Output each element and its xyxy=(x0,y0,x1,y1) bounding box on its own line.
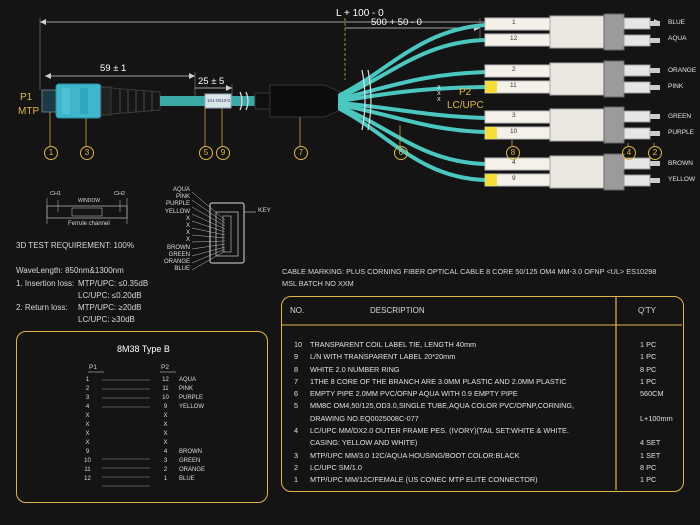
fiber-color-label: ORANGE xyxy=(668,67,697,74)
callout-3: 3 xyxy=(80,146,94,160)
callout-8: 8 xyxy=(506,146,520,160)
pinout-title: 8M38 Type B xyxy=(117,344,170,354)
key-color: X xyxy=(185,237,190,244)
key-color-list: AQUA PINK PURPLE YELLOW X X X X BROWN GR… xyxy=(160,187,190,273)
bom-header-no: NO. xyxy=(290,306,305,315)
ferrule-ch2: CH2 xyxy=(114,191,126,197)
p2-type-label: LC/UPC xyxy=(447,100,484,111)
fiber-color-label: BROWN xyxy=(668,160,693,167)
fiber-color-label: PINK xyxy=(668,83,684,90)
p1-type-label: MTP xyxy=(18,106,40,117)
return-loss-lc: LC/UPC: ≥30dB xyxy=(78,315,135,324)
cable-label-tag: 101-0013-0 xyxy=(207,98,231,103)
ferrule-ch1: CH1 xyxy=(50,191,62,197)
callout-7: 7 xyxy=(294,146,308,160)
ferrule-window: WINDOW xyxy=(78,198,100,204)
fiber-color-label: BLUE xyxy=(668,19,685,26)
fiber-num: 1 xyxy=(512,19,516,26)
p1-label: P1 xyxy=(20,92,33,103)
fiber-num: 9 xyxy=(512,175,516,182)
cable-marking-line1: CABLE MARKING: PLUS CORNING FIBER OPTICA… xyxy=(282,267,657,276)
fiber-num: 4 xyxy=(512,159,516,166)
key-color: YELLOW xyxy=(164,208,190,215)
callout-1: 1 xyxy=(44,146,58,160)
fiber-color-label: AQUA xyxy=(668,35,687,42)
pinout-box xyxy=(16,331,268,503)
key-color: ORANGE xyxy=(163,259,190,266)
wavelength: WaveLength: 850nm&1300nm xyxy=(16,266,124,275)
key-color: BLUE xyxy=(174,266,190,273)
key-color: AQUA xyxy=(172,187,190,193)
total-length-dim: L + 100 - 0 xyxy=(336,8,384,19)
test-requirement: 3D TEST REQUIREMENT: 100% xyxy=(16,241,134,250)
key-color: X xyxy=(185,230,190,237)
bom-row: CASING: YELLOW AND WHITE)4 SET xyxy=(310,438,661,448)
fiber-num: 12 xyxy=(510,35,518,42)
bom-header-qty: Q'TY xyxy=(638,306,656,315)
fiber-num: 3 xyxy=(512,112,516,119)
pinout-p1-header: P1 xyxy=(89,364,97,371)
fiber-num: 11 xyxy=(510,82,517,89)
callout-9: 9 xyxy=(216,146,230,160)
key-label: KEY xyxy=(258,207,272,214)
fiber-num: 2 xyxy=(512,66,516,73)
breakout-length-dim: 500 + 50 - 0 xyxy=(371,17,422,28)
tie-length-dim: 25 ± 5 xyxy=(198,76,225,87)
fiber-color-label: GREEN xyxy=(668,113,692,120)
key-color: PINK xyxy=(175,194,190,201)
bom-header-description: DESCRIPTION xyxy=(370,306,425,315)
insertion-loss-mtp: MTP/UPC: ≤0.35dB xyxy=(78,279,149,288)
fiber-num: 10 xyxy=(510,128,518,135)
breakout-x-marks: X X X xyxy=(437,85,441,103)
key-color: PURPLE xyxy=(165,201,190,208)
callout-6: 6 xyxy=(394,146,408,160)
key-color: BROWN xyxy=(167,244,190,251)
pinout-p2-header: P2 xyxy=(161,364,169,371)
key-color: X xyxy=(185,223,190,230)
callout-5: 5 xyxy=(199,146,213,160)
fiber-color-label: PURPLE xyxy=(668,129,695,136)
key-color: GREEN xyxy=(168,251,190,258)
insertion-loss-lc: LC/UPC: ≤0.20dB xyxy=(78,291,142,300)
callout-4: 4 xyxy=(622,146,636,160)
return-loss-label: 2. Return loss: xyxy=(16,303,68,312)
ferrule-caption: Ferrule channel xyxy=(68,221,110,227)
p2-label: P2 xyxy=(459,87,472,98)
cable-marking-line2: MSL BATCH NO XXM xyxy=(282,279,354,288)
callout-2: 2 xyxy=(648,146,662,160)
key-color: X xyxy=(185,215,190,222)
bom-table xyxy=(281,296,684,492)
mtp-length-dim: 59 ± 1 xyxy=(100,63,127,74)
fiber-color-label: YELLOW xyxy=(668,176,696,183)
return-loss-mtp: MTP/UPC: ≥20dB xyxy=(78,303,142,312)
insertion-loss-label: 1. Insertion loss: xyxy=(16,279,75,288)
